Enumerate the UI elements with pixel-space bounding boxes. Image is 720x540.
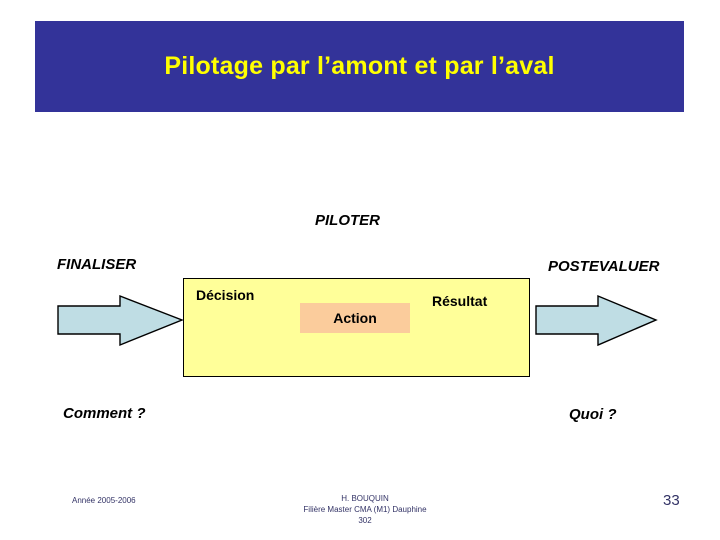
footer-author: H. BOUQUIN: [341, 494, 389, 503]
finaliser-block-arrow: [57, 294, 184, 347]
decision-label: Décision: [196, 287, 255, 303]
comment-question-label: Comment ?: [63, 405, 146, 422]
slide-title-banner: Pilotage par l’amont et par l’aval: [35, 21, 684, 112]
finaliser-label: FINALISER: [57, 256, 137, 273]
footer-center: H. BOUQUIN Filière Master CMA (M1) Dauph…: [255, 494, 475, 526]
postevaluer-block-arrow: [535, 294, 658, 347]
piloter-label: PILOTER: [315, 212, 381, 229]
action-box-label: Action: [333, 310, 377, 326]
footer-course: Filière Master CMA (M1) Dauphine: [303, 504, 427, 514]
action-box: Action: [300, 303, 410, 333]
postevaluer-label: POSTEVALUER: [548, 258, 660, 275]
footer-course-number: 302: [358, 515, 372, 525]
resultat-label: Résultat: [432, 293, 488, 309]
footer-year: Année 2005-2006: [72, 496, 136, 505]
quoi-question-label: Quoi ?: [569, 406, 617, 423]
page-number: 33: [663, 492, 680, 509]
page-title: Pilotage par l’amont et par l’aval: [164, 51, 555, 80]
